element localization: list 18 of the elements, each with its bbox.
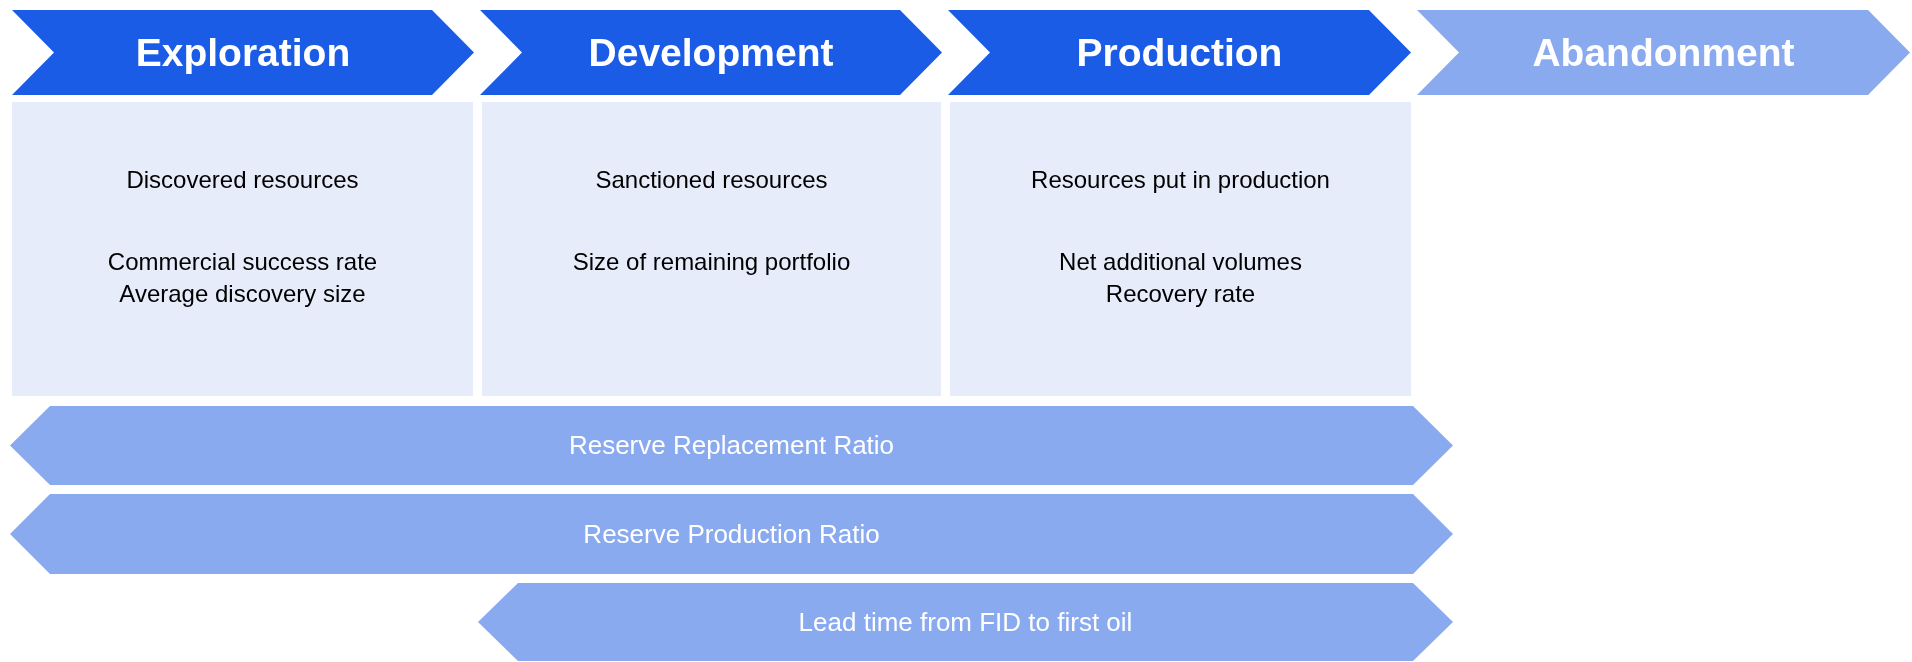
metrics-panel: [482, 102, 941, 396]
phase-header: Development: [480, 10, 942, 95]
metric-text: Average discovery size: [119, 279, 366, 309]
metrics-panel: [12, 102, 473, 396]
metric-text: Recovery rate: [1105, 279, 1256, 309]
metrics-panel: [950, 102, 1411, 396]
metric-text: Net additional volumes: [1059, 247, 1302, 277]
metric-heading: Discovered resources: [126, 165, 359, 195]
metric-banner: Reserve Production Ratio: [10, 494, 1453, 574]
phase-header: Production: [948, 10, 1411, 95]
metric-banner: Reserve Replacement Ratio: [10, 406, 1453, 485]
metric-text: Size of remaining portfolio: [572, 247, 851, 277]
metric-heading: Sanctioned resources: [595, 165, 828, 195]
phase-header: Abandonment: [1417, 10, 1910, 95]
metric-text: Commercial success rate: [107, 247, 378, 277]
phase-header: Exploration: [12, 10, 474, 95]
metric-heading: Resources put in production: [1031, 165, 1330, 195]
metric-banner: Lead time from FID to first oil: [478, 583, 1453, 661]
